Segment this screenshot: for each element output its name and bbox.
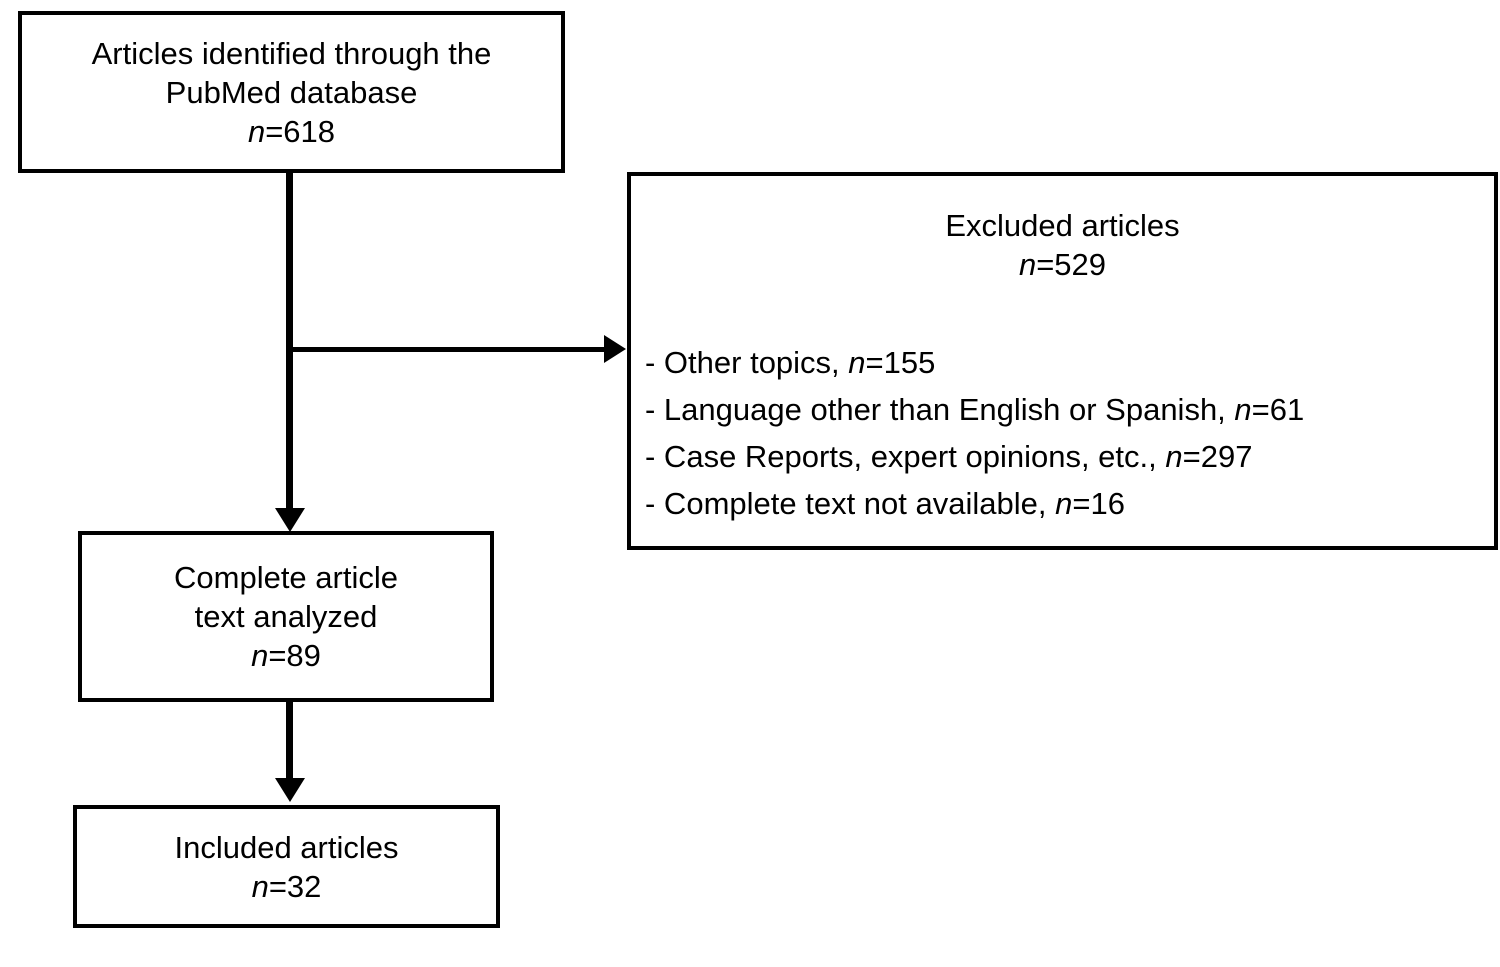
italic-n-symbol: n (1165, 439, 1183, 474)
box-identified-line-1: Articles identified through the (91, 35, 492, 71)
reason-count-value: =297 (1182, 439, 1253, 474)
reason-text: - Language other than English or Spanish… (645, 392, 1235, 427)
box-excluded-count: n=529 (631, 245, 1494, 284)
box-included-count: n=32 (252, 867, 322, 906)
box-included-articles: Included articles n=32 (73, 805, 500, 928)
box-analyzed-line-1: Complete article (174, 560, 398, 595)
italic-n-symbol: n (1234, 392, 1252, 427)
italic-n-symbol: n (251, 638, 269, 673)
connector-analyzed-to-included (286, 702, 293, 782)
list-item: - Complete text not available, n=16 (645, 480, 1486, 527)
box-complete-article-text-analyzed: Complete article text analyzed n=89 (78, 531, 494, 702)
reason-text: - Case Reports, expert opinions, etc., (645, 439, 1166, 474)
reason-text: - Complete text not available, (645, 486, 1056, 521)
reason-count-value: =61 (1251, 392, 1305, 427)
box-included-count-value: =32 (268, 868, 322, 904)
reason-count-value: =155 (865, 345, 936, 380)
arrowhead-down-to-analyzed-icon (275, 508, 305, 532)
box-analyzed-count: n=89 (251, 636, 321, 675)
list-item: - Case Reports, expert opinions, etc., n… (645, 433, 1486, 480)
arrowhead-right-to-excluded-icon (604, 335, 626, 363)
list-item: - Language other than English or Spanish… (645, 386, 1486, 433)
italic-n-symbol: n (247, 113, 266, 149)
italic-n-symbol: n (1018, 247, 1037, 282)
italic-n-symbol: n (848, 345, 866, 380)
arrowhead-down-to-included-icon (275, 778, 305, 802)
box-identified-count-value: =618 (265, 113, 336, 149)
box-identified-line-2: PubMed database (165, 74, 418, 110)
box-analyzed-line-2: text analyzed (194, 599, 378, 634)
box-excluded-articles: Excluded articles n=529 - Other topics, … (627, 172, 1498, 550)
box-excluded-line-1: Excluded articles (945, 208, 1180, 243)
excluded-heading: Excluded articles n=529 (631, 206, 1494, 284)
italic-n-symbol: n (251, 868, 269, 904)
box-excluded-count-value: =529 (1036, 247, 1107, 282)
excluded-reasons-list: - Other topics, n=155 - Language other t… (645, 339, 1486, 527)
reason-count-value: =16 (1072, 486, 1125, 521)
list-item: - Other topics, n=155 (645, 339, 1486, 386)
box-identified-count: n=618 (248, 112, 335, 151)
connector-to-excluded (290, 347, 610, 352)
connector-identified-to-analyzed (286, 172, 293, 520)
reason-text: - Other topics, (645, 345, 849, 380)
box-articles-identified: Articles identified through the PubMed d… (18, 11, 565, 173)
box-included-line-1: Included articles (174, 829, 399, 865)
box-analyzed-count-value: =89 (268, 638, 321, 673)
italic-n-symbol: n (1055, 486, 1073, 521)
